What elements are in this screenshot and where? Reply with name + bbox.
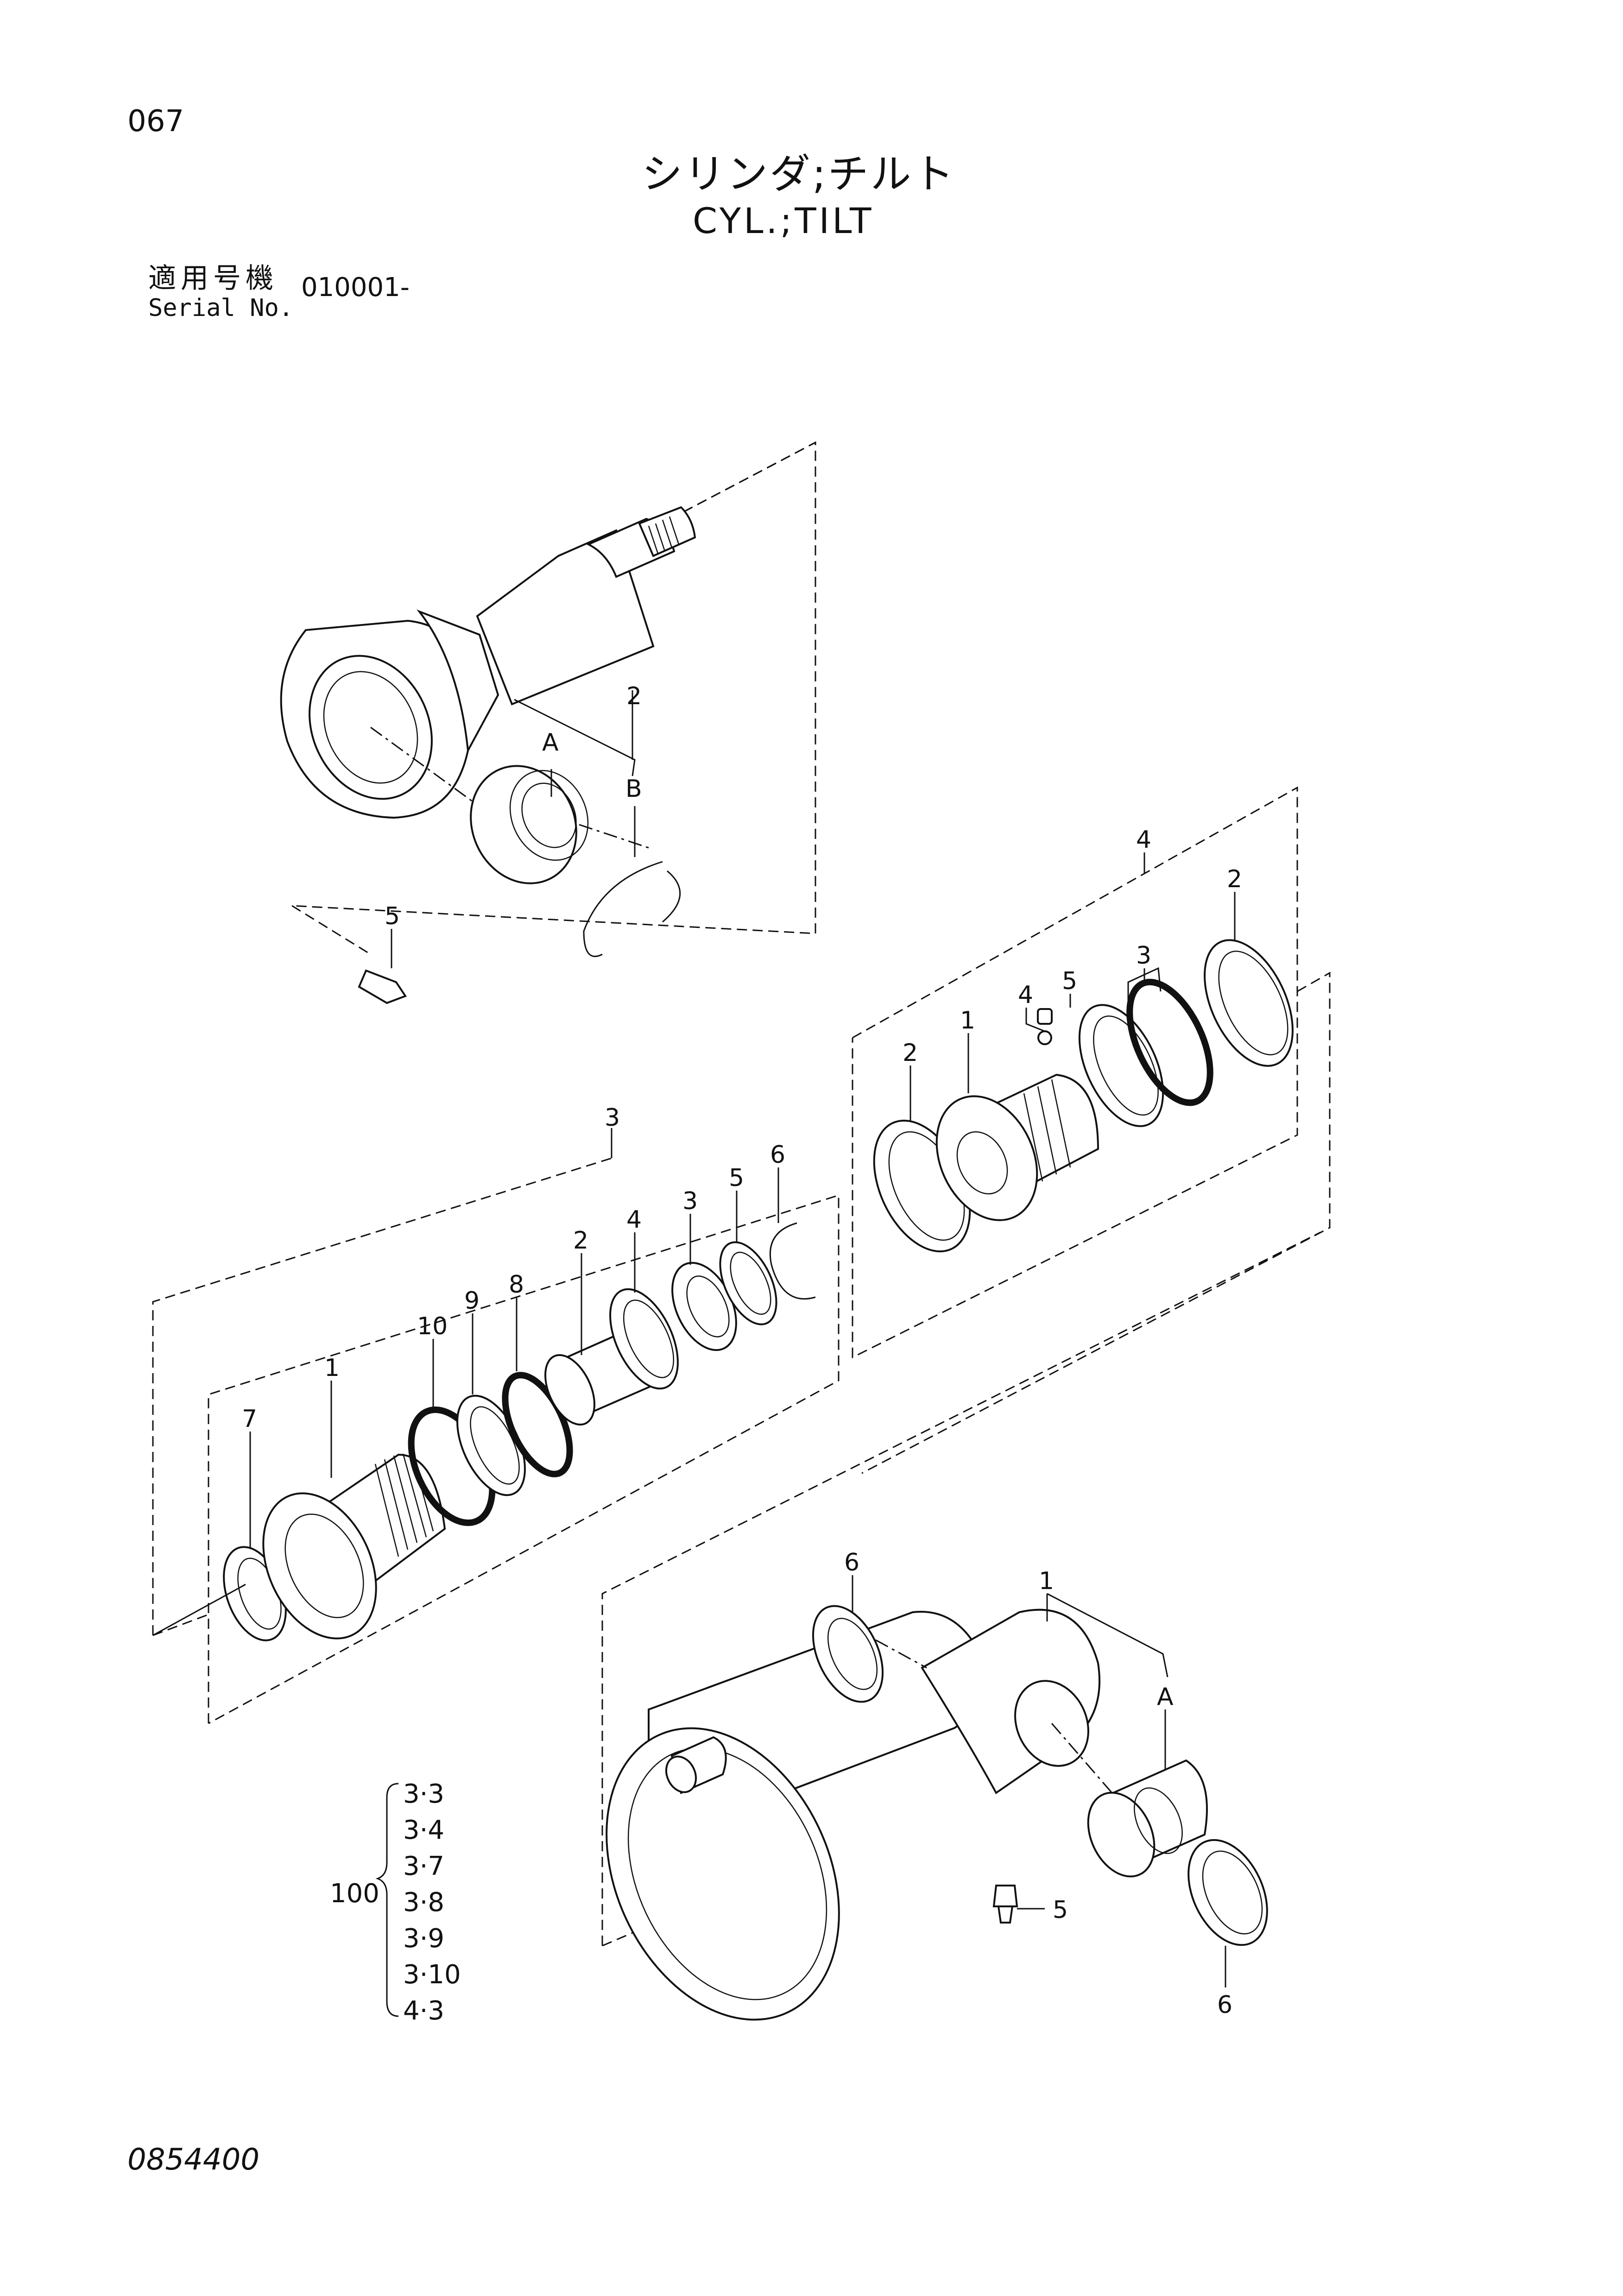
- callout-label: A: [1157, 1683, 1174, 1711]
- callout-label: 3: [1136, 942, 1151, 970]
- kit-item: 3·7: [403, 1851, 445, 1881]
- gland-assembly: [152, 1128, 840, 1724]
- piston-assembly: [852, 786, 1331, 1474]
- kit-item: 3·8: [403, 1887, 445, 1918]
- drawing-number: 0854400: [127, 2143, 260, 2177]
- callout-label: 4: [1136, 826, 1151, 854]
- kit-item: 3·10: [403, 1960, 461, 1990]
- callout-label: 5: [1053, 1896, 1068, 1924]
- cylinder-tube: [601, 1231, 1321, 2021]
- callout-label: 6: [770, 1141, 785, 1169]
- title-english: CYL.;TILT: [693, 200, 874, 241]
- callout-label: 5: [385, 902, 400, 930]
- callout-label: 8: [509, 1271, 524, 1299]
- callout-label: 2: [573, 1227, 588, 1255]
- rod-assembly: [280, 441, 816, 1004]
- kit-item: 3·3: [403, 1779, 445, 1809]
- serial-label-japanese: 適用号機: [148, 262, 278, 295]
- serial-value: 010001-: [301, 272, 410, 303]
- kit-item: 4·3: [403, 1996, 445, 2026]
- callout-label: 6: [1217, 1991, 1232, 2019]
- callout-label: 1: [960, 1007, 975, 1034]
- callout-label: 3: [682, 1187, 698, 1215]
- serial-label-english: Serial No.: [148, 294, 294, 322]
- callout-label: 2: [1227, 865, 1242, 893]
- callout-label: 2: [626, 682, 642, 710]
- kit-item: 3·9: [403, 1924, 445, 1954]
- callout-label: 4: [626, 1206, 642, 1234]
- callout-label: 1: [324, 1354, 340, 1382]
- callout-label: 2: [903, 1039, 918, 1067]
- callout-label: A: [542, 729, 559, 757]
- callout-label: B: [625, 775, 642, 803]
- callout-label: 9: [464, 1287, 480, 1315]
- callout-label: 4: [1018, 981, 1033, 1009]
- kit-item: 3·4: [403, 1815, 445, 1845]
- callout-label: 7: [242, 1405, 257, 1433]
- kit-brace: [375, 1783, 399, 2017]
- callout-label: 5: [1062, 967, 1077, 995]
- callout-label: 3: [605, 1104, 620, 1132]
- title-japanese: シリンダ;チルト: [642, 150, 956, 198]
- callout-label: 1: [1039, 1567, 1054, 1595]
- callout-label: 5: [729, 1164, 744, 1192]
- kit-number: 100: [330, 1879, 379, 1909]
- callout-label: 10: [417, 1312, 448, 1340]
- callout-label: 6: [844, 1549, 859, 1577]
- page-number: 067: [127, 104, 184, 139]
